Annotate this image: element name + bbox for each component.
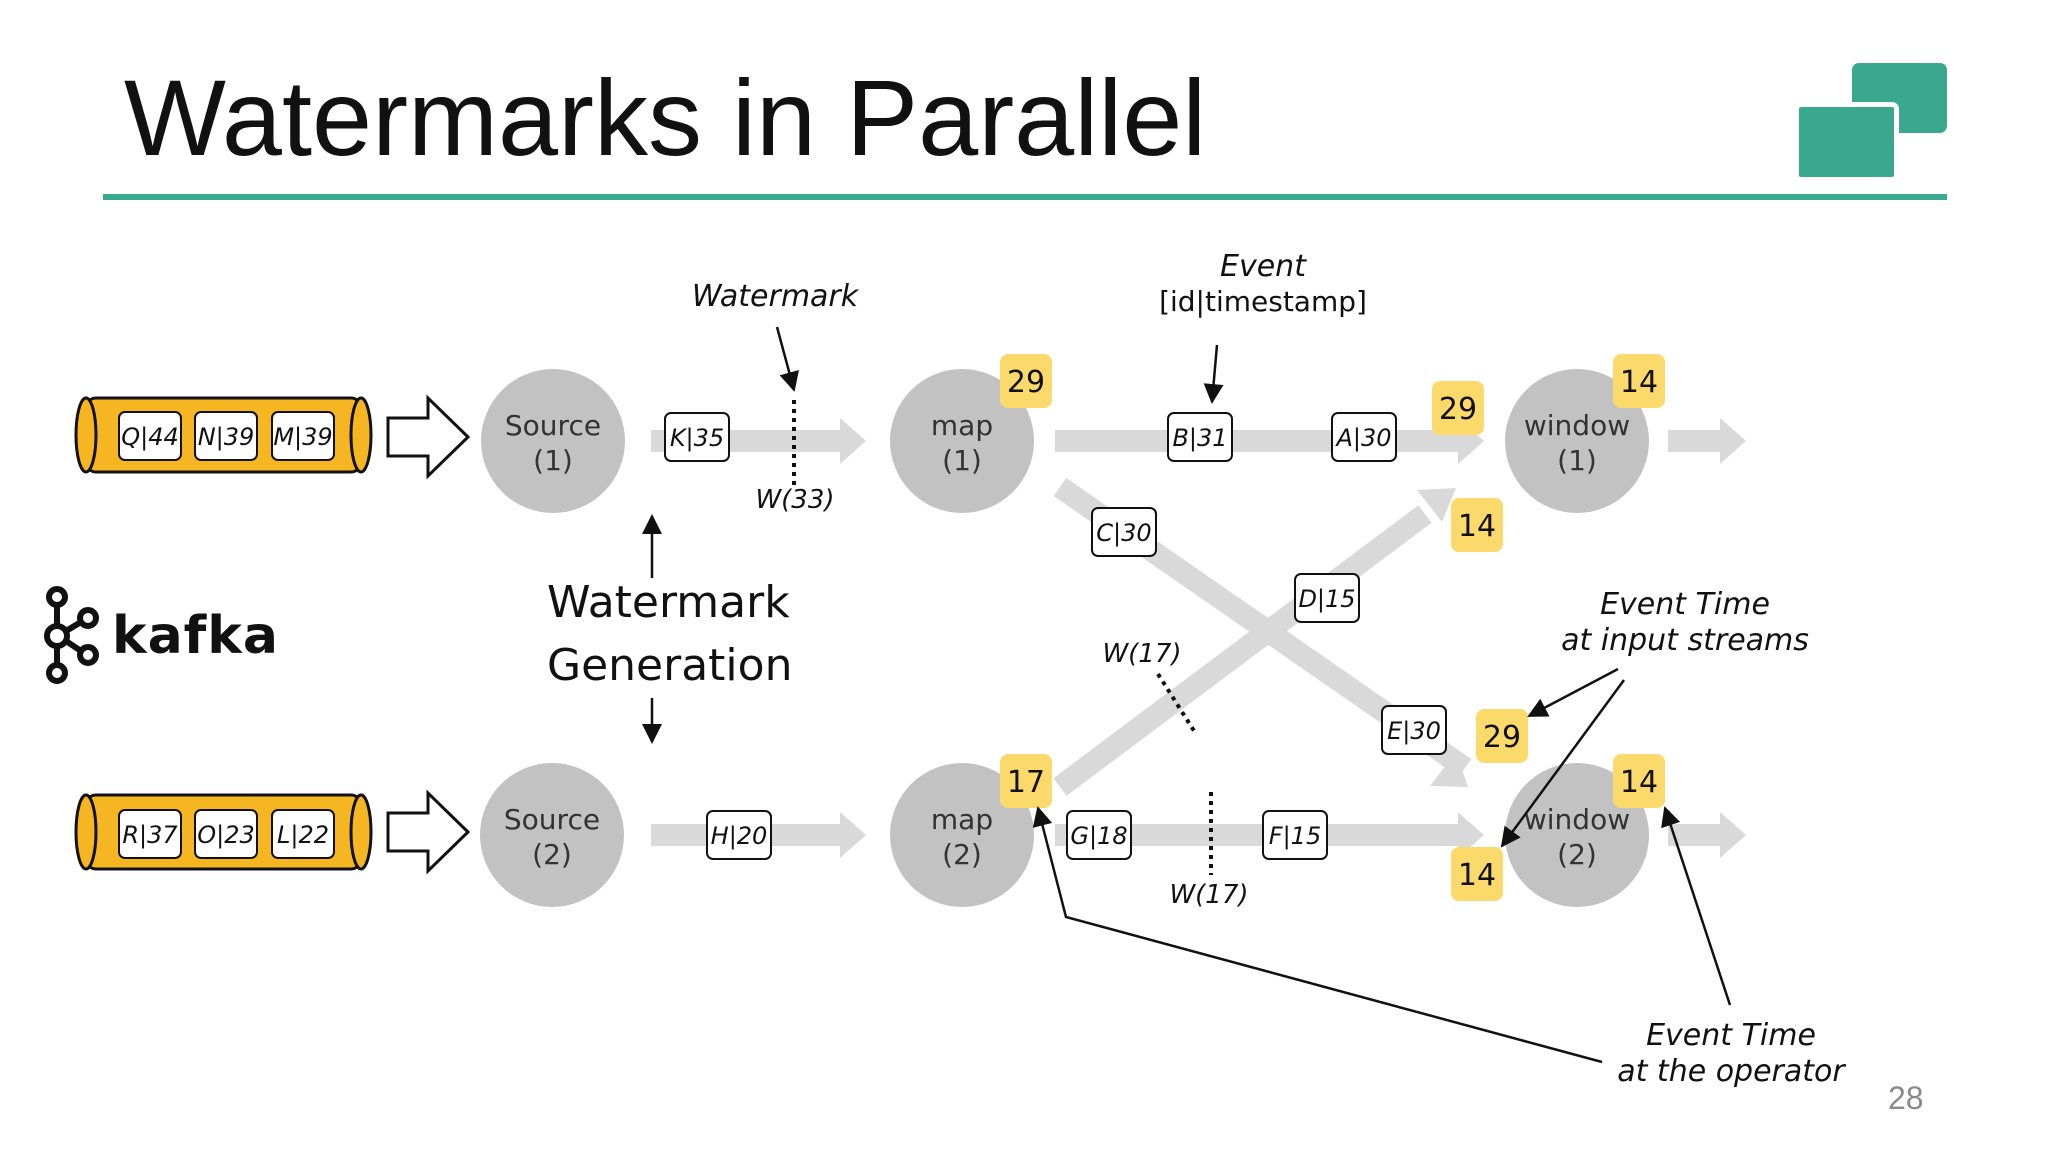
event-box-h20-label: H|20 — [711, 822, 768, 850]
event-time-badge-map1-value: 29 — [1007, 365, 1045, 400]
event-box-d15: D|15 — [1294, 573, 1360, 623]
flow-arrowhead-map2-window1 — [1417, 488, 1456, 522]
event-time-badge-map2: 17 — [1000, 754, 1052, 808]
flow-arrow-source1-map1 — [651, 418, 866, 464]
kafka-event-p1-2: M|39 — [271, 411, 335, 461]
annotation-watermark: Watermark — [692, 279, 860, 314]
event-time-badge-window1-input-top: 29 — [1432, 381, 1484, 435]
slide-title: Watermarks in Parallel — [124, 57, 1207, 178]
watermark-label-w33: W(33) — [755, 485, 834, 515]
flow-arrow-window1-out — [1668, 418, 1746, 464]
watermark-label-w17-bottom: W(17) — [1169, 880, 1248, 910]
node-source-1-index: (1) — [533, 444, 573, 477]
event-box-b31: B|31 — [1167, 412, 1233, 462]
event-box-b31-label: B|31 — [1172, 424, 1227, 452]
event-time-badge-map2-value: 17 — [1007, 765, 1045, 800]
flow-arrow-window2-out — [1668, 812, 1746, 858]
page-number: 28 — [1888, 1080, 1924, 1116]
event-box-k35-label: K|35 — [670, 424, 724, 452]
kafka-event-p2-0: R|37 — [118, 809, 182, 859]
flow-arrow-map2-window1 — [1053, 505, 1432, 796]
kafka-logo-icon — [44, 586, 99, 684]
node-map-1 — [890, 369, 1034, 513]
node-source-1 — [481, 369, 625, 513]
watermark-marker-w17-cross — [1156, 672, 1198, 736]
pointer-event-time-operator-b — [1661, 806, 1732, 1006]
brand-logo-front-icon — [1794, 102, 1899, 182]
watermark-label-w17-cross: W(17) — [1102, 639, 1181, 669]
kafka-event-p2-0-label: R|37 — [122, 821, 178, 849]
flow-arrow-map1-window1 — [1055, 418, 1484, 464]
kafka-event-p2-1-label: O|23 — [197, 821, 255, 849]
event-box-a30-label: A|30 — [1334, 424, 1391, 452]
pointer-event-time-input-a — [1527, 667, 1619, 718]
kafka-event-p2-1: O|23 — [194, 809, 258, 859]
event-box-e30: E|30 — [1381, 705, 1447, 755]
annotation-event-time-input-line1: Event Time — [1600, 587, 1770, 622]
kafka-event-p1-1-label: N|39 — [198, 423, 255, 451]
event-box-h20: H|20 — [706, 810, 772, 860]
pointer-event-time-operator-a — [1032, 806, 1603, 1064]
event-box-a30: A|30 — [1331, 412, 1397, 462]
node-source-2-index: (2) — [532, 838, 572, 871]
event-time-badge-window1-input-top-value: 29 — [1439, 392, 1477, 427]
node-source-1-name: Source — [505, 409, 601, 442]
annotation-watermark-generation-line2: Generation — [547, 640, 792, 691]
annotation-event-line1: Event — [1220, 249, 1307, 284]
event-time-badge-window2-input-cross-value: 29 — [1483, 720, 1521, 755]
node-window-2-name: window — [1524, 803, 1630, 836]
event-box-g18: G|18 — [1066, 810, 1132, 860]
node-map-1-name: map — [931, 409, 993, 442]
node-window-1 — [1505, 369, 1649, 513]
kafka-label: kafka — [112, 606, 279, 666]
flow-arrowhead-map1-window2 — [1430, 752, 1468, 787]
node-map-2 — [890, 763, 1034, 907]
event-time-badge-window1-input-cross: 14 — [1451, 498, 1503, 552]
event-time-badge-window2-input-bottom: 14 — [1451, 847, 1503, 901]
event-box-g18-label: G|18 — [1070, 822, 1127, 850]
node-map-1-index: (1) — [942, 444, 982, 477]
event-box-c30-label: C|30 — [1096, 519, 1151, 547]
event-time-badge-window1-operator: 14 — [1613, 354, 1665, 408]
event-box-k35: K|35 — [664, 412, 730, 462]
event-time-badge-window1-operator-value: 14 — [1620, 365, 1658, 400]
pointer-event-time-input-b — [1500, 679, 1626, 848]
node-window-1-index: (1) — [1557, 444, 1597, 477]
event-box-d15-label: D|15 — [1298, 585, 1355, 613]
node-map-2-index: (2) — [942, 838, 982, 871]
node-map-2-name: map — [931, 803, 993, 836]
annotation-event-time-operator-line2: at the operator — [1617, 1054, 1846, 1089]
event-time-badge-map1: 29 — [1000, 354, 1052, 408]
pointer-event — [1203, 344, 1224, 404]
ingest-arrow-1 — [386, 394, 471, 480]
event-box-c30: C|30 — [1091, 507, 1157, 557]
annotation-event-time-input-line2: at input streams — [1561, 623, 1809, 658]
title-divider — [103, 194, 1947, 200]
event-time-badge-window2-operator-value: 14 — [1620, 765, 1658, 800]
event-box-f15: F|15 — [1262, 810, 1328, 860]
kafka-event-p1-2-label: M|39 — [273, 423, 332, 451]
node-window-1-name: window — [1524, 409, 1630, 442]
pointer-watermark — [775, 326, 799, 392]
annotation-event-time-operator-line1: Event Time — [1646, 1018, 1816, 1053]
annotation-watermark-generation-line1: Watermark — [547, 577, 790, 628]
event-time-badge-window2-operator: 14 — [1613, 754, 1665, 808]
event-time-badge-window2-input-cross: 29 — [1476, 709, 1528, 763]
kafka-event-p1-0: Q|44 — [118, 411, 182, 461]
event-box-e30-label: E|30 — [1387, 717, 1441, 745]
node-source-2 — [480, 763, 624, 907]
kafka-event-p1-0-label: Q|44 — [121, 423, 179, 451]
annotation-event-line2: [id|timestamp] — [1159, 285, 1367, 318]
event-time-badge-window1-input-cross-value: 14 — [1458, 509, 1496, 544]
kafka-event-p2-2-label: L|22 — [277, 821, 329, 849]
ingest-arrow-2 — [386, 789, 471, 875]
event-time-badge-window2-input-bottom-value: 14 — [1458, 858, 1496, 893]
kafka-event-p1-1: N|39 — [194, 411, 258, 461]
event-box-f15-label: F|15 — [1269, 822, 1321, 850]
node-source-2-name: Source — [504, 803, 600, 836]
node-window-2-index: (2) — [1557, 838, 1597, 871]
kafka-event-p2-2: L|22 — [271, 809, 335, 859]
